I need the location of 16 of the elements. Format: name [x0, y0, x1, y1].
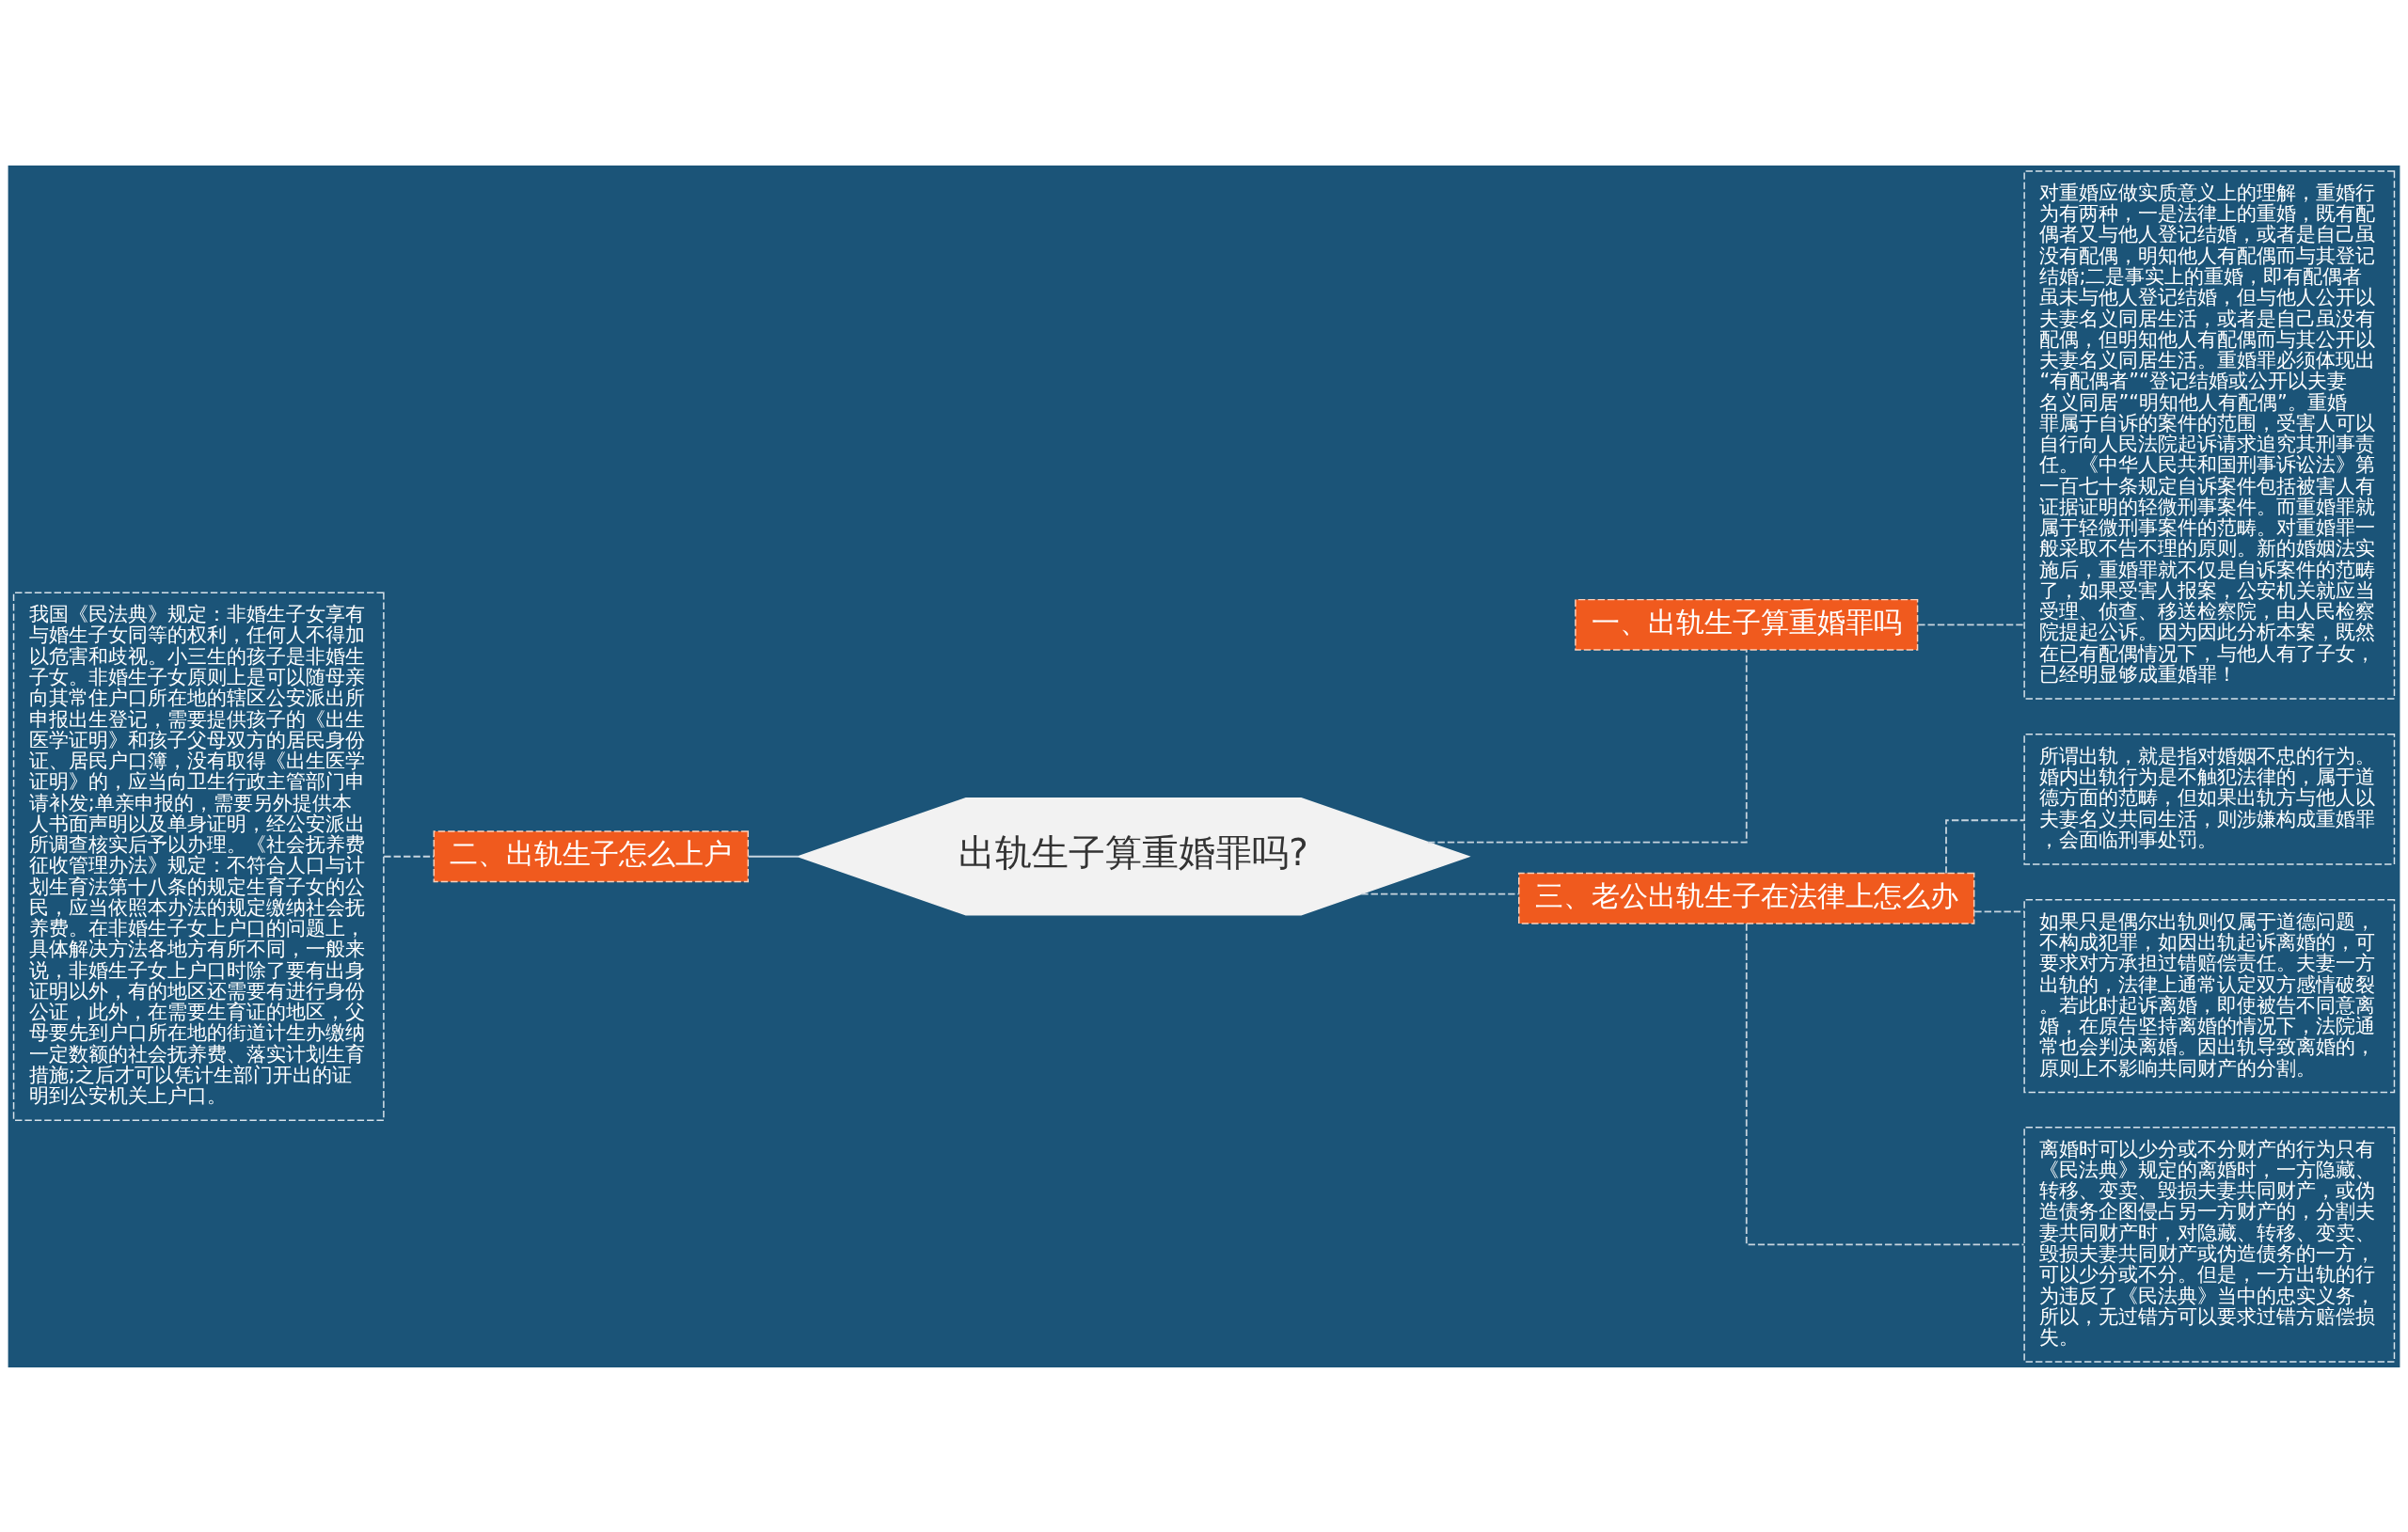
node-box: 所谓出轨，就是指对婚姻不忠的行为。婚内出轨行为是不触犯法律的，属于道德方面的范畴，但如果出轨方与他人以夫妻名义共同生活，则涉嫌构成重婚罪，会面临刑事处罚。 — [2023, 733, 2396, 865]
connector — [1427, 648, 1748, 843]
node-box: 三、老公出轨生子在法律上怎么办 — [1518, 872, 1975, 924]
node-box: 对重婚应做实质意义上的理解，重婚行为有两种，一是法律上的重婚，既有配偶者又与他人登记结婚，或者是自己虽没有配偶，明知他人有配偶而与其登记结婚;二是事实上的重婚，即有配偶者虽未与他人登记结婚，但与他人公开以夫妻名义同居生活，或者是自己虽没有配偶，但明知他人有配偶而与其公开以夫妻名义同居生活。重婚罪必须体现出“有配偶者”“登记结婚或公开以夫妻名义同居”“明知他人有配偶”。重婚罪属于自诉的案件的范围，受害人可以自行向人民法院起诉请求追究其刑事责任。《中华人民共和国刑事诉讼法》第一百七十条规定自诉案件包括被害人有证据证明的轻微刑事案件。而重婚罪就属于轻微刑事案件的范畴。对重婚罪一般采取不告不理的原则。新的婚姻法实施后，重婚罪就不仅是自诉案件的范畴了，如果受害人报案，公安机关就应当受理、侦查、移送检察院，由人民检察院提起公诉。因为因此分析本案，既然在已有配偶情况下，与他人有了子女，已经明显够成重婚罪！ — [2023, 169, 2396, 700]
connector — [383, 855, 435, 858]
node-box: 一、出轨生子算重婚罪吗 — [1575, 598, 1919, 651]
connector — [1945, 818, 2025, 874]
connector — [1917, 623, 2025, 625]
node-box: 如果只是偶尔出轨则仅属于道德问题，不构成犯罪，如因出轨起诉离婚的，可要求对方承担过错赔偿责任。夫妻一方出轨的，法律上通常认定双方感情破裂。若此时起诉离婚，即使被告不同意离婚，在原告坚持离婚的情况下，法院通常也会判决离婚。因出轨导致离婚的，原则上不影响共同财产的分割。 — [2023, 898, 2396, 1093]
connector — [1973, 910, 2025, 912]
connector — [1360, 892, 1520, 894]
node-box: 二、出轨生子怎么上户 — [433, 829, 750, 882]
node-box: 我国《民法典》规定：非婚生子女享有与婚生子女同等的权利，任何人不得加以危害和歧视。小三生的孩子是非婚生子女。非婚生子女原则上是可以随母亲向其常住户口所在地的辖区公安派出所申报出生登记，需要提供孩子的《出生医学证明》和孩子父母双方的居民身份证、居民户口簿，没有取得《出生医学证明》的，应当向卫生行政主管部门申请补发;单亲申报的，需要另外提供本人书面声明以及单身证明，经公安派出所调查核实后予以办理。《社会抚养费征收管理办法》规定：不符合人口与计划生育法第十八条的规定生育子女的公民，应当依照本办法的规定缴纳社会抚养费。在非婚生子女上户口的问题上，具体解决方法各地方有所不同，一般来说，非婚生子女上户口时除了要有出身证明以外，有的地区还需要有进行身份公证，此外，在需要生育证的地区，父母要先到户口所在地的街道计生办缴纳一定数额的社会抚养费、落实计划生育措施;之后才可以凭计生部门开出的证明到公安机关上户口。 — [12, 591, 385, 1121]
connector — [1745, 922, 2025, 1245]
connector — [747, 855, 800, 858]
node-box: 离婚时可以少分或不分财产的行为只有《民法典》规定的离婚时，一方隐藏、转移、变卖、毁损夫妻共同财产，或伪造债务企图侵占另一方财产的，分割夫妻共同财产时，对隐藏、转移、变卖、毁损夫妻共同财产或伪造债务的一方，可以少分或不分。但是，一方出轨的行为违反了《民法典》当中的忠实义务，所以，无过错方可以要求过错方赔偿损失。 — [2023, 1126, 2396, 1363]
